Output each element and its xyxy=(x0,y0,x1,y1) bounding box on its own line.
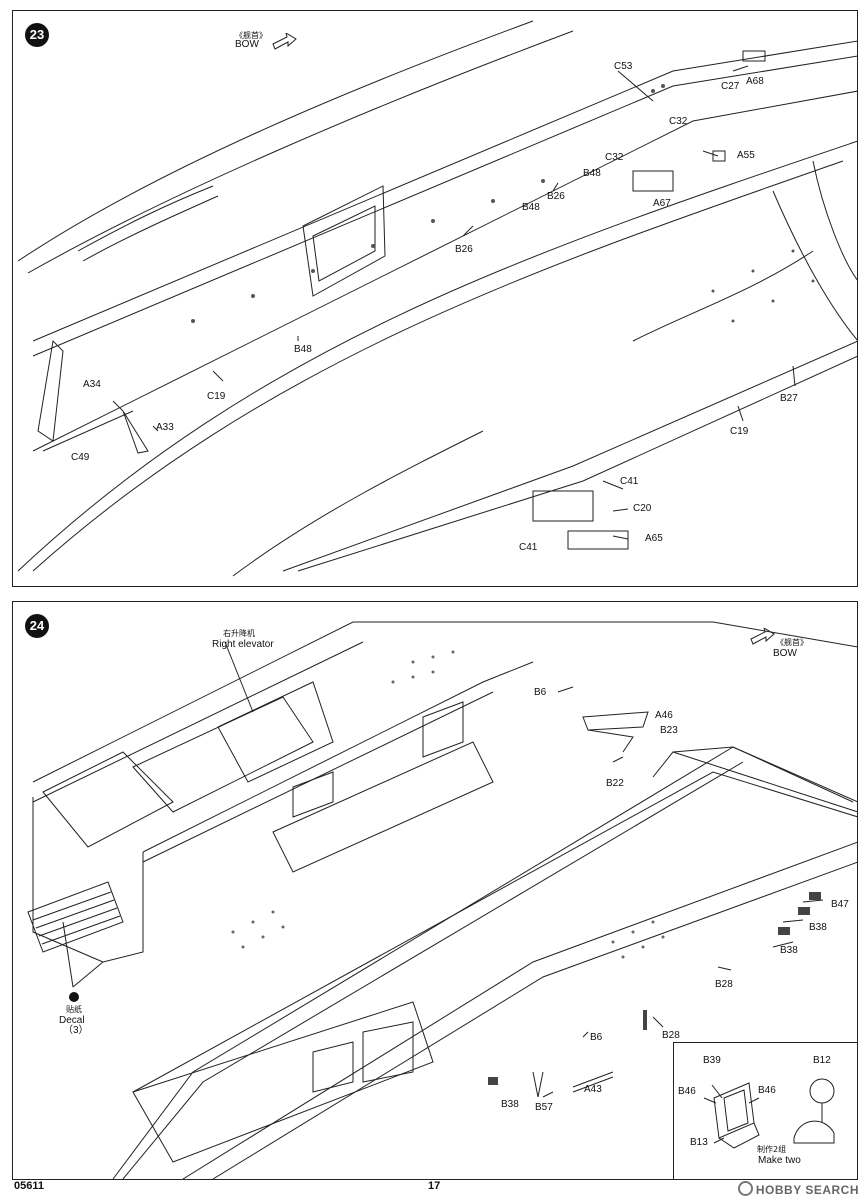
inset-part-label: B12 xyxy=(813,1055,831,1066)
watermark: HOBBY SEARCH xyxy=(737,1181,859,1197)
bow-arrow-icon xyxy=(272,33,297,50)
footer-page-number: 17 xyxy=(428,1180,441,1192)
part-label: A65 xyxy=(645,533,663,544)
part-label: B6 xyxy=(590,1032,603,1043)
part-label: C41 xyxy=(519,542,538,553)
part-label: B48 xyxy=(522,202,540,213)
part-label: C49 xyxy=(71,452,90,463)
part-label: C19 xyxy=(207,391,226,402)
part-label: B38 xyxy=(501,1099,519,1110)
footer-code: 05611 xyxy=(14,1180,44,1192)
part-label: B28 xyxy=(662,1030,680,1041)
step-24-panel: 24 右升降机 Right elevator 《舰首》 BOW B6 A46 B… xyxy=(12,601,858,1180)
inset-part-label: B39 xyxy=(703,1055,721,1066)
bow-arrow-icon xyxy=(750,628,775,645)
part-label: B27 xyxy=(780,393,798,404)
make-two-label-en: Make two xyxy=(758,1155,801,1166)
part-label: C20 xyxy=(633,503,652,514)
step-23-drawing xyxy=(17,20,857,577)
part-label: B28 xyxy=(715,979,733,990)
part-label: C32 xyxy=(605,152,624,163)
part-label: B26 xyxy=(547,191,565,202)
part-label: B48 xyxy=(583,168,601,179)
decal-label-en: Decal xyxy=(59,1015,85,1026)
part-label: B23 xyxy=(660,725,678,736)
watermark-text: HOBBY SEARCH xyxy=(755,1183,859,1197)
elevator-label-cn: 右升降机 xyxy=(223,629,255,638)
part-label: A55 xyxy=(737,150,755,161)
elevator-label-en: Right elevator xyxy=(212,639,274,650)
part-label: A67 xyxy=(653,198,671,209)
part-label: C32 xyxy=(669,116,688,127)
sub-assembly-inset: B39 B12 B46 B46 B13 制作2组 Make two xyxy=(673,1042,857,1179)
part-label: A68 xyxy=(746,76,764,87)
bow-label-en: BOW xyxy=(235,39,259,50)
part-label: A34 xyxy=(83,379,101,390)
part-label: B22 xyxy=(606,778,624,789)
decal-icon xyxy=(69,992,79,1002)
part-label: A43 xyxy=(584,1084,602,1095)
inset-drawing xyxy=(703,1078,835,1149)
decal-number: （3） xyxy=(63,1025,89,1036)
part-label: C53 xyxy=(614,61,633,72)
watermark-logo-icon xyxy=(737,1181,753,1196)
part-label: B26 xyxy=(455,244,473,255)
inset-part-label: B13 xyxy=(690,1137,708,1148)
step-number-badge: 24 xyxy=(25,614,49,638)
part-label: C19 xyxy=(730,426,749,437)
bow-label-en: BOW xyxy=(773,648,797,659)
bow-label-cn: 《舰首》 xyxy=(235,31,267,40)
part-label: B6 xyxy=(534,687,547,698)
part-label: B47 xyxy=(831,899,849,910)
decal-label-cn: 贴纸 xyxy=(66,1005,82,1014)
part-label: C27 xyxy=(721,81,740,92)
step-number-badge: 23 xyxy=(25,23,49,47)
part-label: B57 xyxy=(535,1102,553,1113)
inset-part-label: B46 xyxy=(758,1085,776,1096)
bow-label-cn: 《舰首》 xyxy=(776,638,808,647)
inset-part-label: B46 xyxy=(678,1086,696,1097)
part-label: B48 xyxy=(294,344,312,355)
part-label: B38 xyxy=(780,945,798,956)
step-24-drawing xyxy=(27,621,857,1179)
part-label: A33 xyxy=(156,422,174,433)
part-label: A46 xyxy=(655,710,673,721)
step-23-panel: 23 《舰首》 BOW C53 A68 C27 C32 C32 A55 B48 … xyxy=(12,10,858,587)
make-two-label-cn: 制作2组 xyxy=(757,1145,787,1154)
part-label: B38 xyxy=(809,922,827,933)
part-label: C41 xyxy=(620,476,639,487)
